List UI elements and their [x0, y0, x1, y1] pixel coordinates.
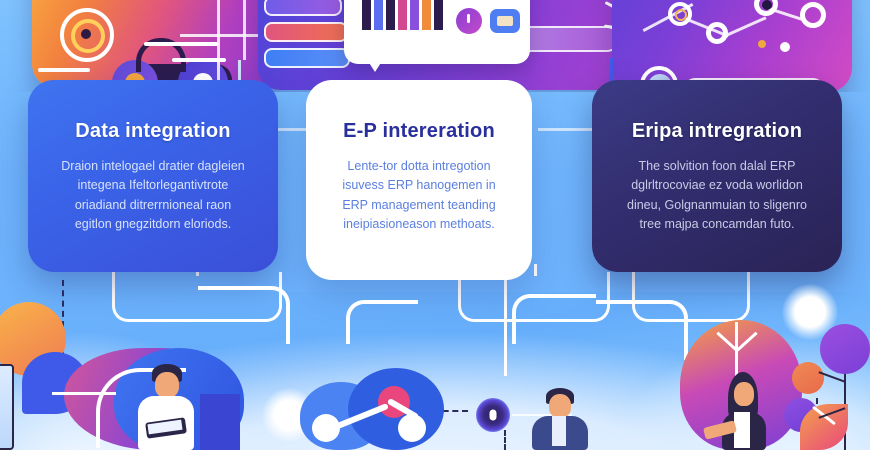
tree-stem — [844, 342, 846, 450]
network-node — [668, 2, 692, 26]
card-ep-intereration[interactable]: E-P intereration Lente-tor dotta intrego… — [306, 80, 532, 280]
network-node — [754, 0, 778, 16]
network-node-fill — [762, 0, 772, 10]
sky-bracket-3 — [512, 294, 596, 344]
decor-line — [38, 68, 90, 72]
accent-dot — [758, 40, 766, 48]
line-accent-left — [52, 392, 116, 395]
network-node-inner — [675, 9, 687, 21]
panel-edge-decor — [0, 364, 14, 450]
card-title: Eripa intregration — [631, 120, 803, 142]
tree-ball — [820, 324, 870, 374]
clock-hand — [467, 14, 470, 23]
tick-left — [272, 128, 312, 131]
header-panel-right — [612, 0, 852, 92]
sky-bracket-1 — [198, 286, 290, 344]
hub-line — [512, 414, 572, 416]
person-with-tablet-right — [703, 372, 780, 450]
stack-pill — [264, 48, 350, 68]
tick-right — [538, 128, 596, 131]
shirt — [734, 412, 750, 448]
network-node — [312, 414, 340, 442]
square-accent-left — [200, 394, 240, 450]
network-node — [398, 414, 426, 442]
card-body: Draion intelogael dratier dagleien integ… — [61, 159, 245, 232]
wire-vertical — [243, 0, 246, 60]
connector-line — [144, 42, 218, 46]
tree-ball — [792, 362, 824, 394]
tree-branch-icon — [735, 322, 738, 386]
header-illustration-strip — [0, 0, 870, 92]
chart-bar — [410, 0, 419, 30]
focus-node — [640, 66, 678, 92]
dashboard-card-icon — [344, 0, 530, 64]
head — [734, 382, 754, 406]
card-title: Data integration — [75, 120, 231, 142]
folder-glyph — [497, 16, 513, 26]
vehicle-handle — [136, 38, 186, 72]
curve-accent-left — [96, 368, 186, 448]
person-reading-tablet-left — [126, 364, 204, 450]
chart-bar — [386, 0, 395, 30]
hub-node-icon — [476, 398, 510, 432]
shirt — [552, 416, 566, 446]
wire-horizontal — [180, 34, 290, 37]
card-body: The solvition foon dalal ERP dglrltrocov… — [627, 159, 807, 232]
accent-dot — [780, 42, 790, 52]
connector-bracket-center — [458, 272, 610, 322]
target-icon — [60, 8, 114, 62]
arrow-down-icon — [366, 58, 384, 72]
person-standing-center — [524, 388, 594, 450]
chart-bar — [398, 0, 407, 30]
sky-bracket-4 — [596, 300, 688, 360]
stack-pill — [264, 0, 342, 16]
wire-vertical — [217, 0, 220, 92]
network-node — [800, 2, 826, 28]
card-data-integration[interactable]: Data integration Draion intelogael drati… — [28, 80, 278, 272]
card-title: E-P intereration — [343, 120, 495, 142]
connector-line — [172, 58, 226, 62]
card-erpa-intregration[interactable]: Eripa intregration The solvition foon da… — [592, 80, 842, 272]
dashed-guide — [504, 430, 506, 450]
chart-bar — [422, 0, 431, 30]
chart-bar — [374, 0, 383, 30]
stack-pill — [264, 22, 348, 42]
connector-bracket-right — [632, 272, 750, 322]
sky-bracket-2 — [346, 300, 418, 344]
arrow-stem — [374, 40, 376, 60]
head — [549, 394, 571, 418]
chart-bar — [434, 0, 443, 30]
network-node — [706, 22, 728, 44]
card-body: Lente-tor dotta intregotion isuvess ERP … — [342, 159, 496, 232]
network-edge — [721, 16, 767, 39]
connector-vertical-center — [504, 272, 507, 376]
head — [155, 372, 179, 398]
chart-bar — [362, 0, 371, 30]
dashed-guide — [62, 280, 64, 358]
connector-stem — [534, 264, 537, 276]
